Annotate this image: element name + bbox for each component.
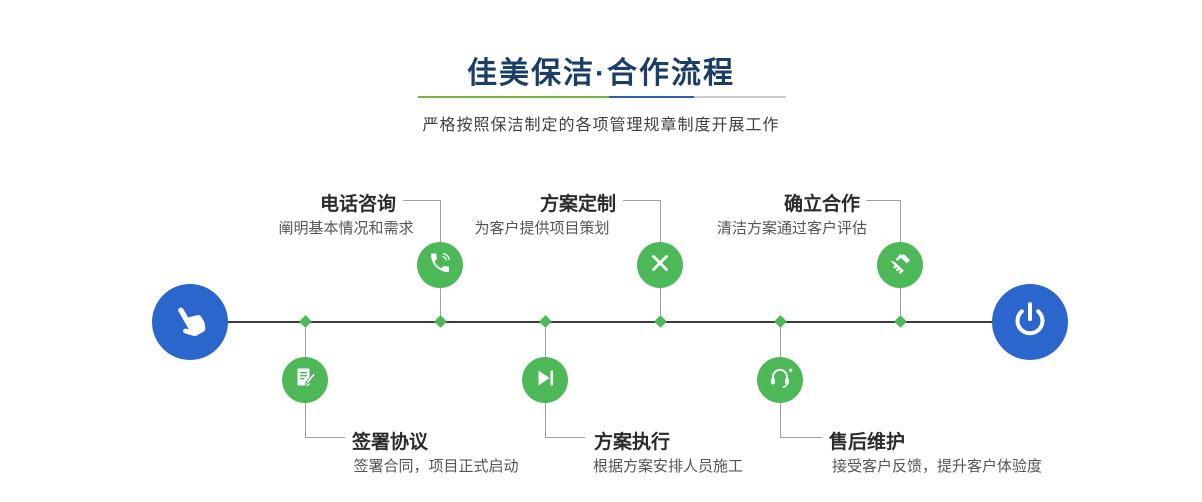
handshake-icon — [887, 250, 913, 281]
headset-icon — [767, 365, 793, 396]
step-desc-execute: 根据方案安排人员施工 — [592, 458, 744, 475]
timeline-diamond — [539, 315, 552, 328]
step-label-design: 方案定制 — [539, 194, 617, 215]
pointer-hand-icon — [170, 300, 210, 345]
step-desc-cooperation: 清洁方案通过客户评估 — [716, 220, 868, 237]
step-label-aftersales: 售后维护 — [828, 432, 906, 453]
play-execute-icon — [533, 366, 557, 395]
step-label-contract: 签署协议 — [351, 432, 429, 453]
contract-icon — [293, 366, 317, 395]
timeline-diamond — [774, 315, 787, 328]
step-node-aftersales — [757, 357, 803, 403]
timeline-diamond — [654, 315, 667, 328]
timeline-start-node — [152, 284, 228, 360]
step-desc-design: 为客户提供项目策划 — [474, 220, 610, 237]
timeline-line — [190, 321, 1030, 323]
divider-green-segment — [418, 96, 610, 98]
timeline-diamond — [894, 315, 907, 328]
divider-gray-segment — [693, 96, 786, 98]
title-divider — [418, 96, 786, 98]
connector-arm — [545, 437, 585, 438]
design-tools-icon — [648, 251, 672, 280]
step-desc-aftersales: 接受客户反馈，提升客户体验度 — [831, 458, 1043, 475]
step-desc-phone: 阐明基本情况和需求 — [278, 220, 414, 237]
step-label-phone: 电话咨询 — [319, 194, 397, 215]
step-label-execute: 方案执行 — [593, 432, 671, 453]
step-node-phone — [417, 242, 463, 288]
step-desc-contract: 签署合同，项目正式启动 — [353, 458, 519, 475]
step-label-cooperation: 确立合作 — [783, 194, 861, 215]
timeline-diamond — [299, 315, 312, 328]
timeline-diamond — [434, 315, 447, 328]
connector-arm — [780, 437, 822, 438]
page-subtitle: 严格按照保洁制定的各项管理规章制度开展工作 — [422, 117, 780, 134]
timeline-end-node — [992, 284, 1068, 360]
step-node-design — [637, 242, 683, 288]
connector-arm — [403, 200, 440, 201]
connector-arm — [623, 200, 660, 201]
connector-arm — [866, 200, 900, 201]
divider-blue-segment — [609, 96, 694, 98]
connector-arm — [305, 437, 345, 438]
page-title: 佳美保洁·合作流程 — [467, 57, 735, 90]
power-icon — [1010, 300, 1050, 345]
step-node-contract — [282, 357, 328, 403]
step-node-cooperation — [877, 242, 923, 288]
step-node-execute — [522, 357, 568, 403]
phone-icon — [428, 251, 452, 280]
